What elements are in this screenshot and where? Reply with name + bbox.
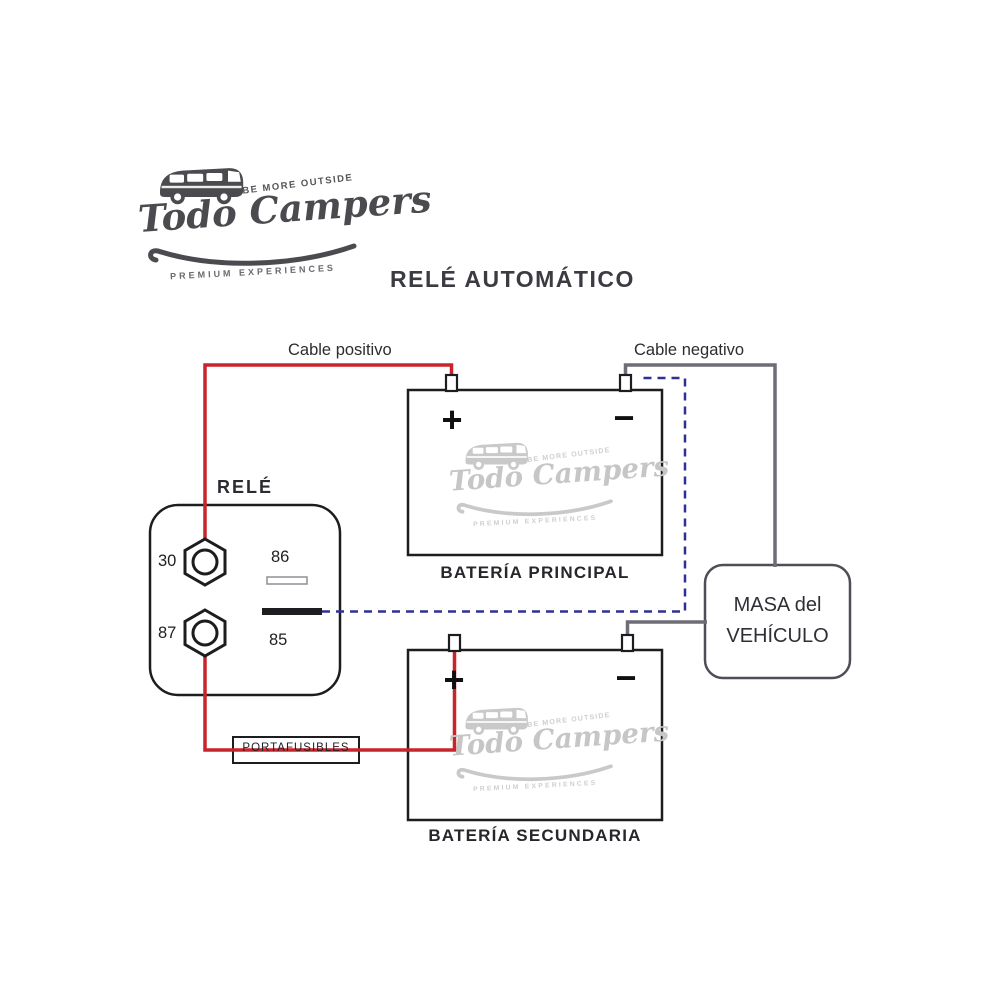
battery-secondary-negative-pin [620,633,635,653]
relay-terminal-87-nut-icon [183,608,227,658]
relay-terminal-30-label: 30 [158,552,177,570]
todocampers-logo: BE MORE OUTSIDE Todo Campers PREMIUM EXP… [137,155,433,295]
negative-cable-label: Cable negativo [634,341,745,359]
logo-swoosh [456,764,613,782]
camper-van-icon [465,707,528,735]
negative-wire-main [623,363,777,567]
relay-label: RELÉ [216,477,273,497]
battery-main-positive-pin [444,373,459,393]
battery-secondary-minus-sign: − [615,657,637,698]
battery-secondary-positive-pin [447,633,462,653]
camper-van-icon [465,442,528,470]
relay-contact-86-bar [266,576,308,585]
camper-van-icon [160,168,244,205]
positive-wire-main [203,363,454,562]
battery-main-minus-sign: − [613,397,635,438]
battery-main-negative-pin [618,373,633,393]
relay-terminal-30-nut-icon [183,537,227,587]
relay-terminal-86-label: 86 [271,548,290,566]
relay-terminal-85-label: 85 [269,631,288,649]
vehicle-ground-label-line2: VEHÍCULO [726,625,829,647]
battery-secondary-box [406,648,664,822]
relay-box [148,503,342,697]
positive-wire-secondary [203,633,457,752]
relay-contact-85-bar [262,608,322,615]
fuse-holder-label: PORTAFUSIBLES [242,742,350,754]
battery-main-watermark-logo: BE MORE OUTSIDE Todo Campers PREMIUM EXP… [448,433,670,538]
negative-wire-secondary [625,620,707,640]
battery-main-box [406,388,664,557]
vehicle-ground-label-line1: MASA del [733,594,822,616]
battery-main-plus-sign: + [441,399,463,440]
logo-swoosh [148,243,357,266]
relay-terminal-87-label: 87 [158,624,177,642]
vehicle-ground-label: MASA del VEHÍCULO [705,590,850,652]
battery-main-label: BATERÍA PRINCIPAL [440,563,630,582]
signal-wire-dashed [322,376,687,613]
positive-cable-label: Cable positivo [288,341,392,359]
page-title: RELÉ AUTOMÁTICO [390,266,635,292]
battery-secondary-plus-sign: + [443,659,465,700]
battery-secondary-label: BATERÍA SECUNDARIA [428,826,642,845]
battery-secondary-watermark-logo: BE MORE OUTSIDE Todo Campers PREMIUM EXP… [448,698,670,803]
logo-swoosh [456,499,613,517]
